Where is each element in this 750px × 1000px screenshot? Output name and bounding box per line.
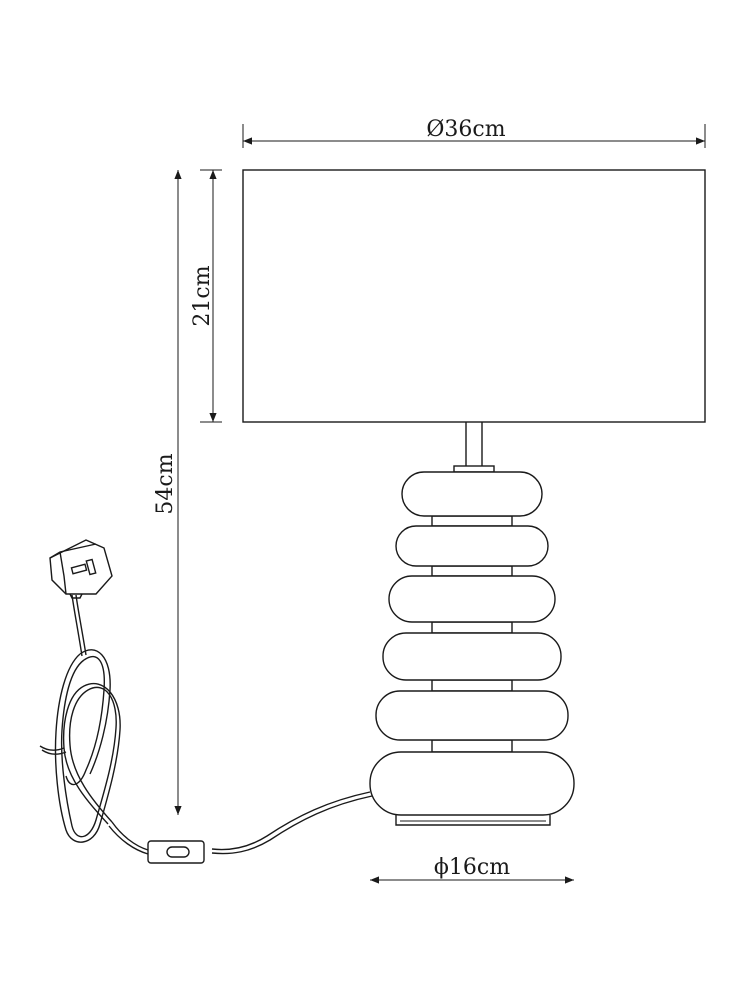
base-spacer bbox=[431, 621, 513, 634]
base-diameter-dimension: ϕ16cm bbox=[370, 855, 574, 884]
base-spacer bbox=[431, 739, 513, 753]
base-disc bbox=[395, 525, 549, 567]
shade-diameter-dimension: Ø36cm bbox=[242, 117, 706, 148]
shade-diameter-label: Ø36cm bbox=[426, 117, 505, 142]
total-height-label: 54cm bbox=[153, 453, 178, 514]
base-disc bbox=[375, 690, 569, 741]
base-disc bbox=[369, 751, 575, 816]
base-spacer bbox=[431, 565, 513, 577]
power-cord bbox=[39, 594, 373, 864]
base-disc bbox=[382, 632, 562, 681]
base-spacer bbox=[431, 515, 513, 527]
base-disc bbox=[401, 471, 543, 517]
lamp-base bbox=[369, 471, 575, 826]
inline-switch-icon bbox=[147, 840, 205, 864]
shade-height-label: 21cm bbox=[190, 265, 215, 326]
base-spacer bbox=[431, 679, 513, 692]
lamp-shade bbox=[242, 169, 706, 423]
lamp-stem bbox=[453, 422, 495, 473]
plug-icon bbox=[49, 539, 113, 599]
base-diameter-label: ϕ16cm bbox=[434, 855, 510, 880]
base-foot bbox=[395, 815, 551, 826]
total-height-dimension: 54cm bbox=[153, 170, 182, 815]
base-disc bbox=[388, 575, 556, 623]
shade-height-dimension: 21cm bbox=[190, 169, 222, 423]
